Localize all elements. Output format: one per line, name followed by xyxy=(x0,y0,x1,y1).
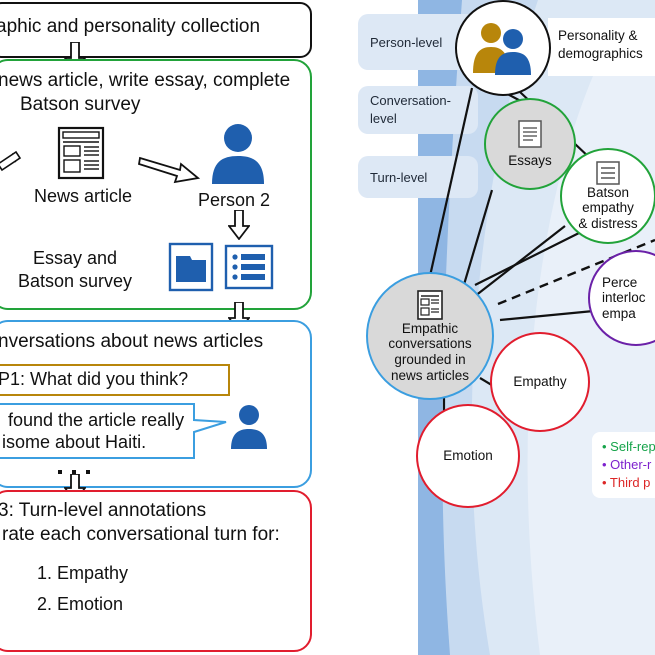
survey-icon xyxy=(596,160,620,185)
stage3-title: nversations about news articles xyxy=(0,331,264,352)
batson-node: Batson empathy & distress xyxy=(560,148,655,244)
legend: • Self-rep • Other-r • Third p xyxy=(602,438,655,492)
level-turn-label: Turn-level xyxy=(370,169,428,185)
perceived-empathy-node: Perce interloc empa xyxy=(588,250,655,346)
newspaper-icon xyxy=(417,290,443,320)
level-conversation-label: Conversation- level xyxy=(370,93,451,126)
essays-node: Essays xyxy=(484,98,576,190)
reply-text-line2: isome about Haiti. xyxy=(2,432,147,452)
arrow-icon xyxy=(0,150,22,172)
legend-third-party: • Third p xyxy=(602,475,651,490)
level-turn: Turn-level xyxy=(358,156,478,198)
newspaper-icon xyxy=(57,126,105,180)
batson-label-line3: & distress xyxy=(578,215,638,231)
personality-label-line1: Personality & xyxy=(558,28,638,43)
stage4-box xyxy=(0,490,312,652)
people-icon xyxy=(473,23,531,75)
right-arrow-icon xyxy=(138,156,200,184)
stage4-subtitle: rate each conversational turn for: xyxy=(2,524,280,545)
person2-label: Person 2 xyxy=(198,190,271,210)
essay-document-icon xyxy=(168,242,214,292)
annotation-item-empathy: 1. Empathy xyxy=(37,563,129,583)
stage4-title-text: 3: Turn-level annotations xyxy=(0,500,207,521)
emotion-node: Emotion xyxy=(416,404,520,508)
stage1-box xyxy=(0,2,312,58)
perceived-label-line1: Perce xyxy=(602,274,638,290)
legend-box xyxy=(592,432,655,498)
empathy-node: Empathy xyxy=(490,332,590,432)
perceived-label-line2: interloc xyxy=(602,290,646,306)
level-person-label: Person-level xyxy=(370,34,443,50)
down-arrow-icon xyxy=(228,210,250,240)
stage4-title: 3: Turn-level annotations xyxy=(0,500,206,522)
personality-label-line2: demographics xyxy=(558,46,643,61)
stage1-label: aphic and personality collection xyxy=(0,16,261,37)
legend-self-reported: • Self-rep xyxy=(602,439,655,454)
essay-label-line2: Batson survey xyxy=(18,271,133,291)
survey-document-icon xyxy=(224,244,274,290)
conv-label-line4: news articles xyxy=(390,367,470,383)
batson-label-line1: Batson xyxy=(586,184,630,200)
reply-speech-bubble xyxy=(0,403,227,459)
batson-label-line2: empathy xyxy=(582,200,634,216)
personality-label-box xyxy=(548,18,655,76)
empathy-label: Empathy xyxy=(513,374,567,390)
perceived-label-line3: empa xyxy=(602,305,636,321)
essays-label: Essays xyxy=(508,153,552,169)
annotation-item-emotion: 2. Emotion xyxy=(37,594,124,614)
level-conversation: Conversation- level xyxy=(358,86,478,134)
emotion-label: Emotion xyxy=(443,448,493,464)
stage2-title-line2: Batson survey xyxy=(20,94,141,115)
legend-other-reported: • Other-r xyxy=(602,457,652,472)
conv-label-line1: Empathic xyxy=(401,320,459,336)
ellipsis-dots xyxy=(58,468,90,476)
conversations-node: Empathic conversations grounded in news … xyxy=(366,272,494,400)
person-icon xyxy=(212,124,264,184)
news-article-label: News article xyxy=(34,186,133,206)
document-icon xyxy=(518,120,542,148)
p1-message xyxy=(0,364,230,396)
personality-demographics-node xyxy=(455,0,551,96)
conv-label-line3: grounded in xyxy=(394,352,466,367)
p1-message-text: P1: What did you think? xyxy=(0,369,189,389)
stage2-title-line1: news article, write essay, complete xyxy=(0,70,291,91)
essay-label-line1: Essay and xyxy=(33,248,118,268)
person-icon xyxy=(231,405,267,449)
reply-text-line1: found the article really xyxy=(8,410,185,430)
conv-label-line2: conversations xyxy=(388,336,472,352)
